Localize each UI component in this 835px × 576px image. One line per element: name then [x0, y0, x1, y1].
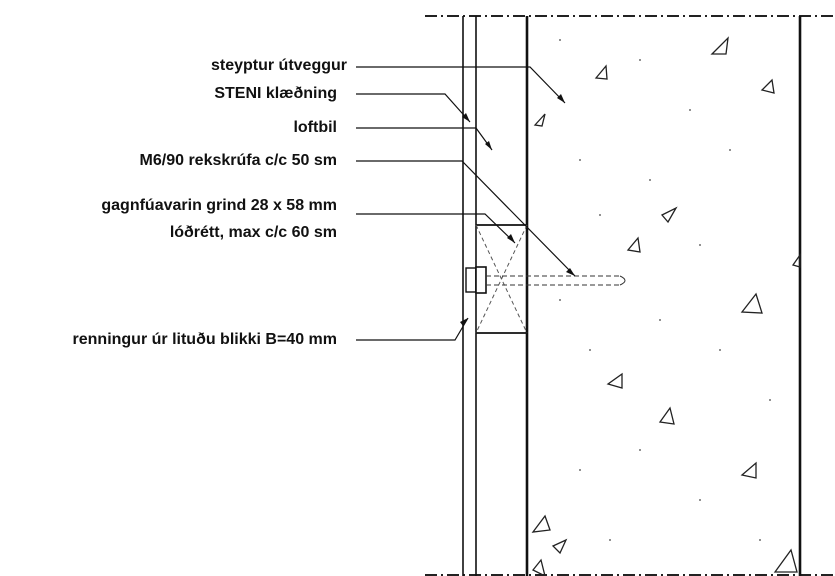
concrete-aggregate — [531, 36, 801, 576]
metal-strip — [465, 267, 477, 293]
label-frame-line2: lóðrétt, max c/c 60 sm — [169, 224, 337, 241]
label-wall: steyptur útveggur — [210, 57, 347, 74]
concrete-dots — [559, 39, 771, 541]
leader-batten — [356, 213, 516, 244]
label-frame-line1: gagnfúavarin grind 28 x 58 mm — [101, 197, 337, 214]
leader-lines — [356, 66, 576, 341]
leader-strip — [356, 317, 469, 341]
label-screw: M6/90 rekskrúfa c/c 50 sm — [139, 152, 337, 169]
leader-cladding — [356, 93, 471, 123]
label-air-gap: loftbil — [293, 119, 337, 136]
screw — [475, 266, 626, 294]
label-strip: renningur úr lituðu blikki B=40 mm — [72, 331, 337, 348]
leader-screw — [356, 160, 576, 277]
leader-arrowheads — [460, 94, 575, 326]
label-cladding: STENI klæðning — [214, 85, 337, 102]
leader-wall — [356, 66, 566, 104]
leader-air-gap — [356, 127, 493, 151]
timber-batten — [475, 224, 528, 334]
